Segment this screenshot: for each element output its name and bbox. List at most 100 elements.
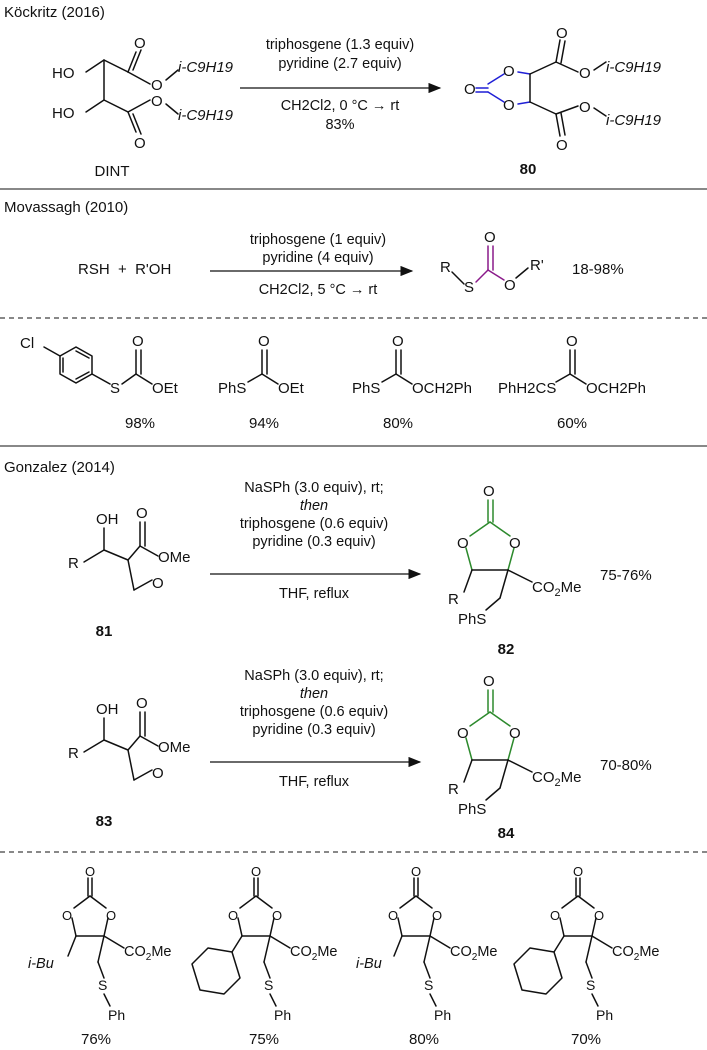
example-sulfur: S (110, 380, 120, 397)
example-alkoxy: OEt (278, 380, 305, 397)
example-bns-obn (555, 349, 587, 385)
epoxide-o: O (152, 765, 164, 782)
ester-o: O (151, 77, 163, 94)
section-title-kockritz: Köckritz (2016) (4, 4, 105, 21)
carbonyl-o: O (556, 137, 568, 154)
reagent-text: then (300, 498, 328, 514)
reagent-text: pyridine (0.3 equiv) (252, 534, 375, 550)
epoxide-o: O (152, 575, 164, 592)
condition-text: THF, reflux (279, 774, 350, 790)
ring-o: O (432, 908, 442, 923)
carbonate-o: O (457, 725, 469, 742)
ring-o: O (228, 908, 238, 923)
ho-label-1: HO (52, 65, 75, 82)
section-title-gonzalez: Gonzalez (2014) (4, 459, 115, 476)
ester-ome: OMe (158, 549, 191, 566)
carbonate-o: O (457, 535, 469, 552)
epoxide-83-structure (83, 711, 159, 781)
carbonyl-o: O (566, 333, 578, 350)
carbonate-o: O (509, 535, 521, 552)
isononyl-label-1: i-C9H19 (178, 59, 234, 76)
carbonate-80-structure (487, 39, 607, 137)
r-group-label: R (68, 745, 79, 762)
epoxide-81-structure (83, 521, 159, 591)
example-carbonate-ibu (67, 877, 125, 1007)
condition-text: CH2Cl2, 0 °C → rt (281, 98, 400, 114)
ester-label: CO2Me (290, 944, 337, 963)
ester-o: O (579, 65, 591, 82)
carbonate-o: O (509, 725, 521, 742)
ester-label: CO2Me (450, 944, 497, 963)
hydroxyl-label: OH (96, 701, 119, 718)
carbonyl-o: O (134, 35, 146, 52)
example-alkoxy: OCH2Ph (586, 380, 646, 397)
ester-o: O (151, 93, 163, 110)
phenyl-label: Ph (434, 1007, 451, 1023)
phenyl-label: Ph (108, 1007, 125, 1023)
ester-o: O (579, 99, 591, 116)
example-alkoxy: OEt (152, 380, 179, 397)
example-carbonate-cyclohexyl (191, 877, 291, 1007)
ester-label: CO2Me (532, 579, 581, 599)
ho-label-2: HO (52, 105, 75, 122)
thiocarbonate-structure (451, 245, 529, 285)
carbonate-o: O (483, 673, 495, 690)
compound-label-80: 80 (520, 161, 537, 178)
example-carbonate-cyclohexyl-2 (513, 877, 613, 1007)
example-phs-obn (381, 349, 413, 385)
ring-o: O (62, 908, 72, 923)
ring-o: O (550, 908, 560, 923)
r-group-label: R (448, 591, 459, 608)
reagent-text: pyridine (4 equiv) (262, 250, 373, 266)
reagent-text: pyridine (2.7 equiv) (278, 56, 401, 72)
ester-label: CO2Me (612, 944, 659, 963)
sulfur-label: S (98, 977, 107, 993)
substituent-label: i-Bu (28, 956, 54, 972)
substituent-label: i-Bu (356, 956, 382, 972)
isononyl-label-2: i-C9H19 (606, 112, 662, 129)
example-sulfur: PhH2CS (498, 380, 556, 397)
carbonate-o: O (483, 483, 495, 500)
reagent-text: NaSPh (3.0 equiv), rt; (244, 480, 383, 496)
ring-o: O (594, 908, 604, 923)
ring-o: O (388, 908, 398, 923)
ring-o: O (272, 908, 282, 923)
compound-label-82: 82 (498, 641, 515, 658)
carbonyl-o: O (258, 333, 270, 350)
example-yield: 80% (409, 1031, 439, 1048)
carbonate-o: O (464, 81, 476, 98)
hydroxyl-label: OH (96, 511, 119, 528)
carbonyl-o: O (132, 333, 144, 350)
compound-label-83: 83 (96, 813, 113, 830)
reagent-text: NaSPh (3.0 equiv), rt; (244, 668, 383, 684)
carbonate-o: O (503, 97, 515, 114)
carbonyl-o: O (556, 25, 568, 42)
example-phs-oet (247, 349, 279, 385)
r-group-label: R (448, 781, 459, 798)
example-sulfur: PhS (218, 380, 246, 397)
thiocarbonate-o: O (484, 229, 496, 246)
example-yield: 94% (249, 415, 279, 432)
sulfur-label: S (586, 977, 595, 993)
compound-label-81: 81 (96, 623, 113, 640)
isononyl-label-2: i-C9H19 (178, 107, 234, 124)
yield-text: 83% (325, 117, 354, 133)
reagent-text: triphosgene (1 equiv) (250, 232, 386, 248)
example-sulfur: PhS (352, 380, 380, 397)
example-yield: 98% (125, 415, 155, 432)
example-carbonate-ibu-2 (393, 877, 451, 1007)
ring-o: O (106, 908, 116, 923)
reagent-text: triphosgene (1.3 equiv) (266, 37, 414, 53)
carbonyl-o: O (134, 135, 146, 152)
phenyl-label: Ph (274, 1007, 291, 1023)
carbonate-84-structure (463, 689, 533, 801)
thioether-label: PhS (458, 801, 486, 818)
reagent-text: triphosgene (0.6 equiv) (240, 704, 388, 720)
ester-label: CO2Me (124, 944, 171, 963)
reactants-text: RSH + R'OH (78, 261, 171, 278)
sulfur-label: S (264, 977, 273, 993)
yield-text: 18-98% (572, 261, 624, 278)
thiocarbonate-o: O (504, 277, 516, 294)
dint-structure (85, 49, 179, 135)
